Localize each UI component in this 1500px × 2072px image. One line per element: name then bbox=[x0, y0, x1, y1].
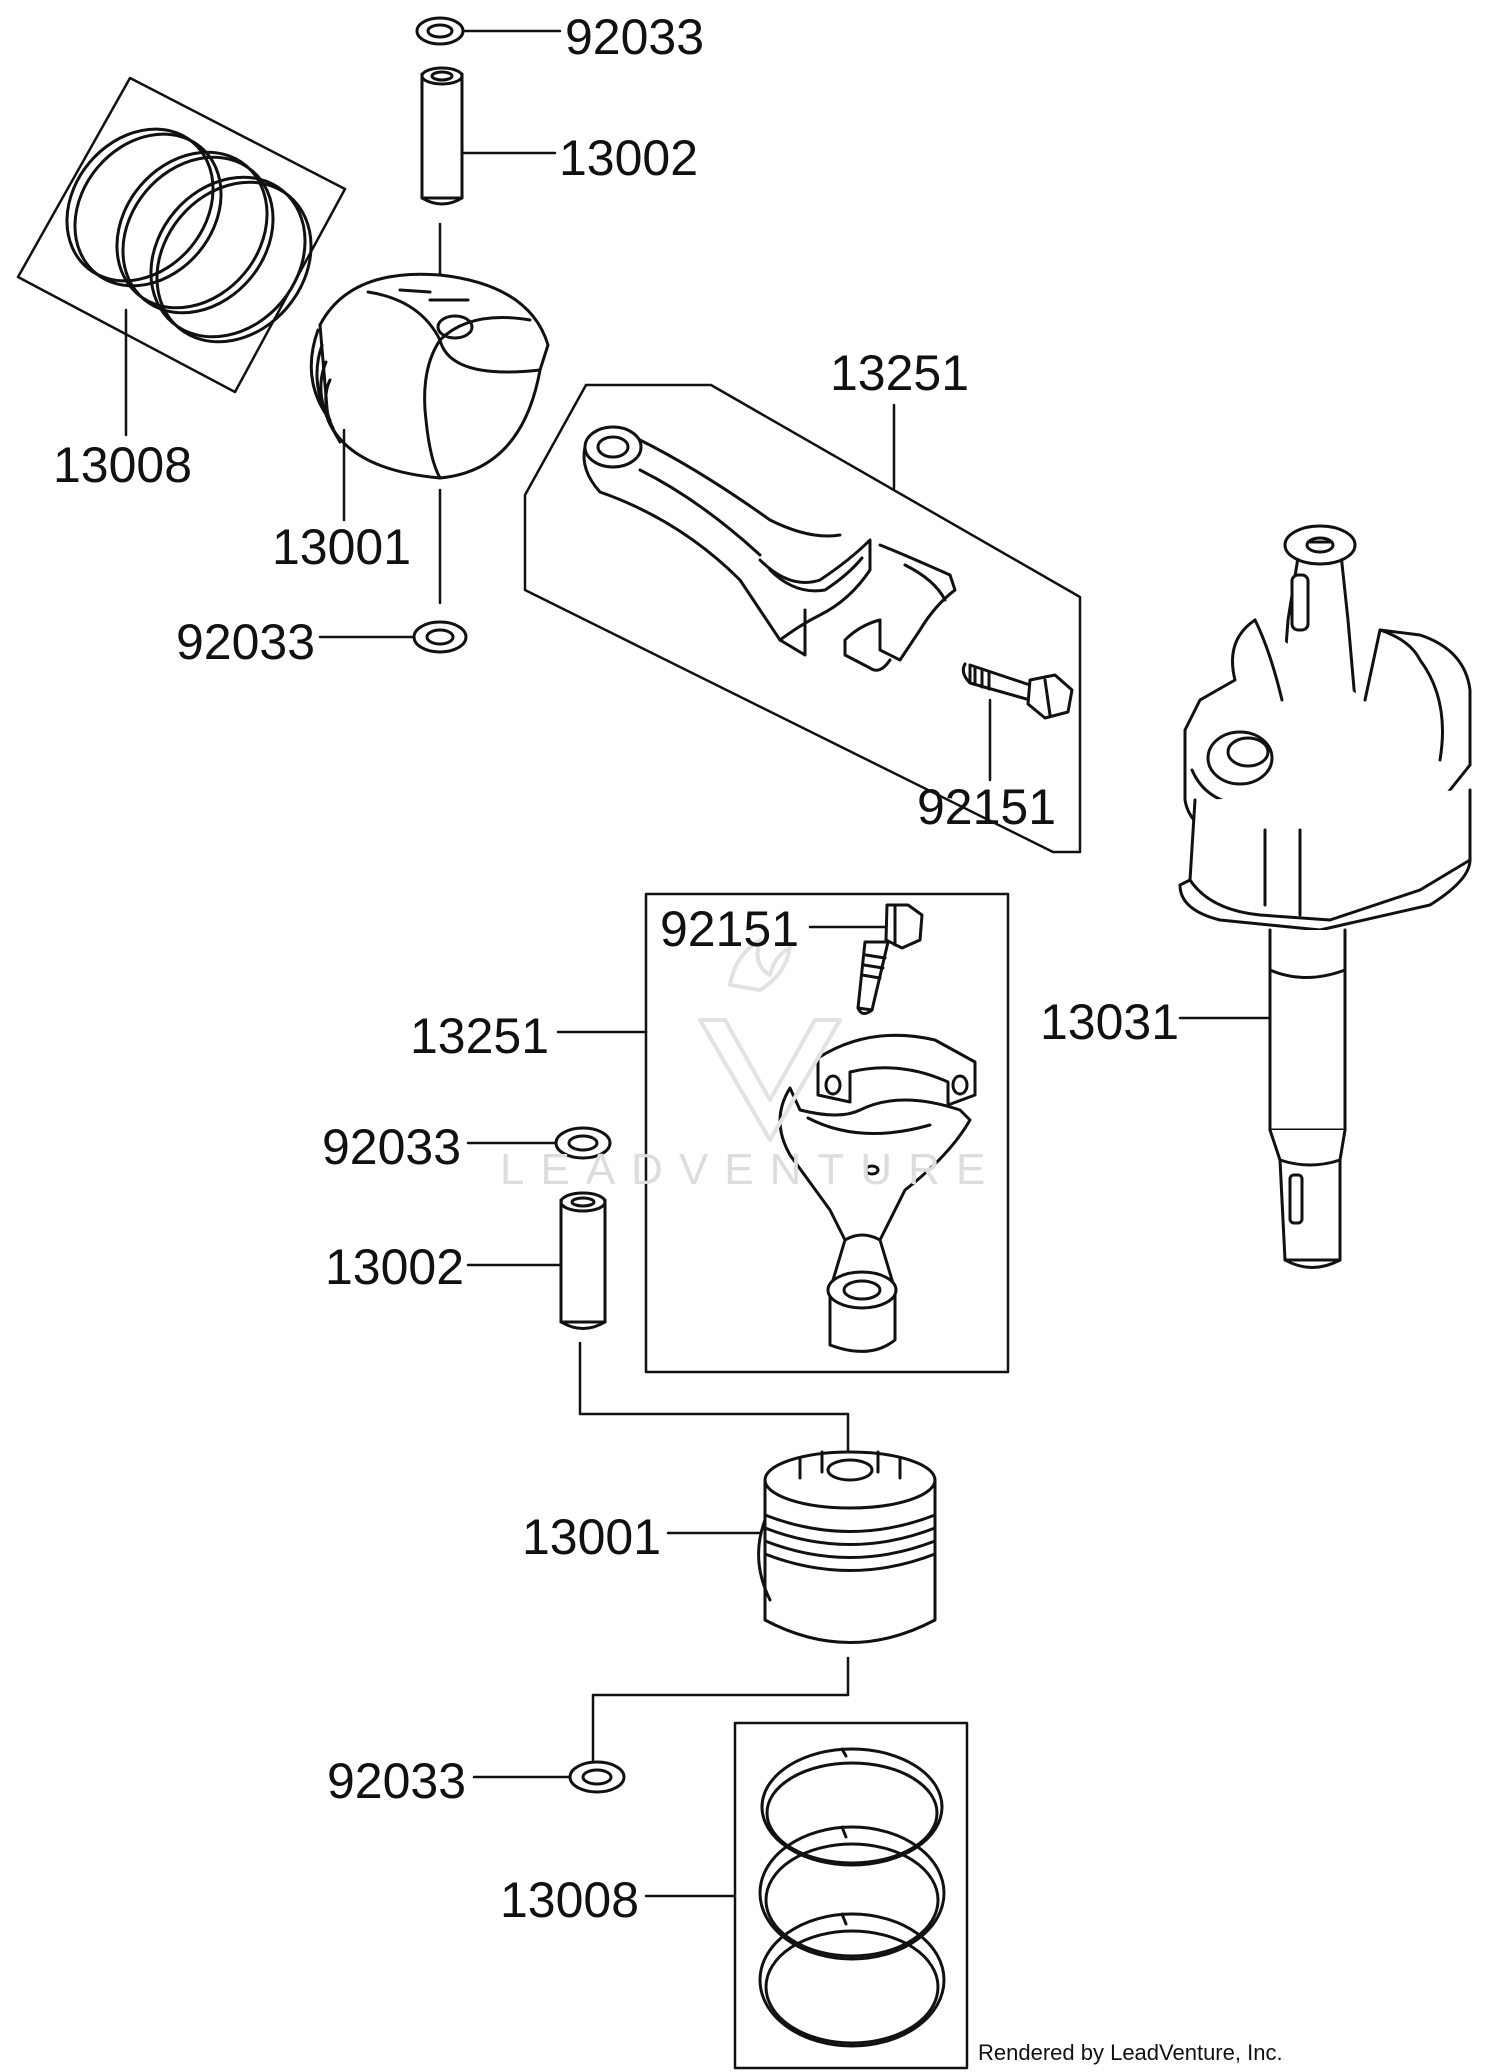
crankshaft bbox=[1180, 526, 1470, 1268]
circlip-bottom bbox=[570, 1762, 624, 1792]
con-rod-upper bbox=[584, 427, 955, 670]
callout-92151-top: 92151 bbox=[917, 779, 1057, 835]
callout-13031: 13031 bbox=[1040, 994, 1180, 1050]
piston-ring-set-lower bbox=[760, 1749, 944, 2046]
callout-13008-bottom: 13008 bbox=[500, 1872, 640, 1928]
render-credit: Rendered by LeadVenture, Inc. bbox=[978, 2040, 1283, 2065]
callout-92151-box: 92151 bbox=[660, 901, 800, 957]
piston-ring-set-lower-box bbox=[735, 1723, 967, 2068]
callout-92033-bottom: 92033 bbox=[327, 1753, 467, 1809]
callout-13001-top: 13001 bbox=[272, 519, 412, 575]
callout-13002-top: 13002 bbox=[559, 130, 699, 186]
piston-ring-set-upper-box bbox=[18, 78, 345, 392]
callout-13002-lower: 13002 bbox=[325, 1239, 465, 1295]
piston-pin-lower bbox=[561, 1193, 605, 1329]
con-rod-upper-box bbox=[525, 385, 1080, 852]
watermark-logo bbox=[700, 940, 840, 1140]
callout-13008-top: 13008 bbox=[53, 437, 193, 493]
piston-pin-top bbox=[422, 68, 462, 204]
piston-upper bbox=[311, 274, 548, 478]
con-rod-bolt-upper bbox=[963, 664, 1072, 718]
con-rod-lower-box bbox=[646, 894, 1008, 1372]
callout-13251-box: 13251 bbox=[410, 1008, 550, 1064]
circlip-mid bbox=[414, 622, 466, 652]
con-rod-bolt-lower bbox=[858, 905, 922, 1014]
watermark-text: LEADVENTURE bbox=[500, 1145, 1002, 1194]
con-rod-lower bbox=[780, 1035, 975, 1351]
callout-13251-top: 13251 bbox=[830, 345, 970, 401]
callout-92033-mid: 92033 bbox=[176, 614, 316, 670]
callout-92033-lower: 92033 bbox=[322, 1119, 462, 1175]
callout-13001-lower: 13001 bbox=[522, 1509, 662, 1565]
circlip-top bbox=[417, 18, 463, 44]
callout-92033-top: 92033 bbox=[565, 9, 705, 65]
piston-lower bbox=[759, 1452, 935, 1643]
